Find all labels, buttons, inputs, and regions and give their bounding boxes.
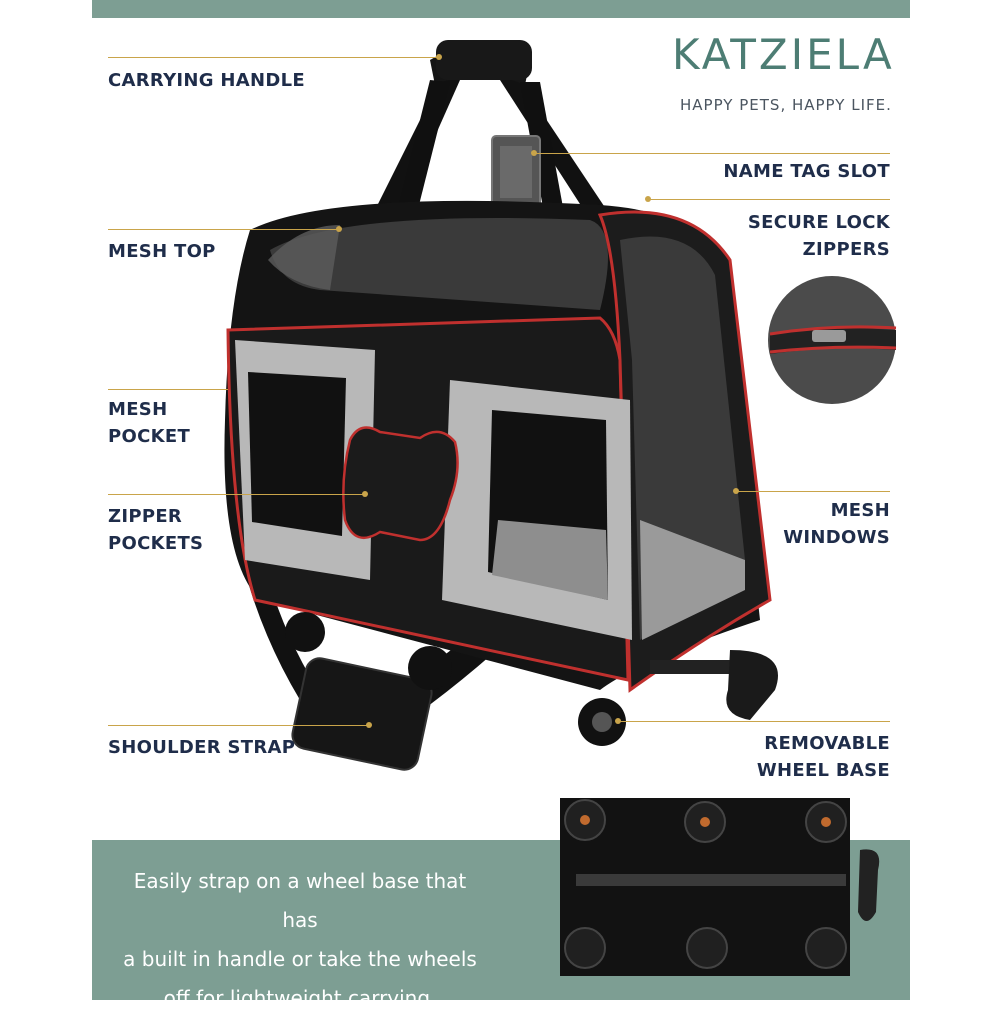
brand-tagline: HAPPY PETS, HAPPY LIFE. bbox=[680, 96, 892, 114]
label-mesh-windows-line2: WINDOWS bbox=[783, 527, 890, 548]
bottom-line-1: Easily strap on a wheel base that has bbox=[133, 869, 467, 932]
brand-block: KATZIELA HAPPY PETS, HAPPY LIFE. bbox=[672, 30, 894, 120]
leader-dot bbox=[336, 226, 342, 232]
leader-dot bbox=[615, 718, 621, 724]
label-mesh-pocket-line1: MESH bbox=[108, 399, 168, 420]
bottom-description: Easily strap on a wheel base that has a … bbox=[120, 862, 480, 1018]
bottom-line-2: a built in handle or take the wheels bbox=[123, 947, 477, 971]
leader-secure-lock bbox=[648, 199, 890, 200]
leader-dot bbox=[733, 488, 739, 494]
label-name-tag-slot: NAME TAG SLOT bbox=[723, 161, 890, 182]
leader-mesh-windows bbox=[736, 491, 890, 492]
leader-mesh-top bbox=[108, 229, 338, 230]
leader-mesh-pocket bbox=[108, 389, 228, 390]
leader-dot bbox=[645, 196, 651, 202]
leader-dot bbox=[362, 491, 368, 497]
leader-wheel-base bbox=[618, 721, 890, 722]
label-mesh-pocket-line2: POCKET bbox=[108, 426, 191, 447]
label-carrying-handle: CARRYING HANDLE bbox=[108, 70, 305, 91]
leader-dot bbox=[366, 722, 372, 728]
brand-logo: KATZIELA bbox=[672, 30, 895, 79]
leader-dot bbox=[531, 150, 537, 156]
label-mesh-top: MESH TOP bbox=[108, 241, 216, 262]
label-zipper-pockets-line2: POCKETS bbox=[108, 533, 204, 554]
bottom-line-3: off for lightweight carrying. bbox=[163, 986, 437, 1010]
label-secure-lock-line1: SECURE LOCK bbox=[747, 212, 890, 233]
label-shoulder-strap: SHOULDER STRAP bbox=[108, 737, 296, 758]
label-zipper-pockets-line1: ZIPPER bbox=[108, 506, 183, 527]
label-wheel-base-line2: WHEEL BASE bbox=[756, 760, 890, 781]
leader-dot bbox=[436, 54, 442, 60]
leader-shoulder-strap bbox=[108, 725, 368, 726]
wheel-base-image bbox=[560, 798, 880, 976]
label-mesh-windows-line1: MESH bbox=[830, 500, 890, 521]
leader-zipper-pockets bbox=[108, 494, 364, 495]
label-secure-lock-line2: ZIPPERS bbox=[802, 239, 890, 260]
leader-name-tag-slot bbox=[534, 153, 890, 154]
label-wheel-base-line1: REMOVABLE bbox=[764, 733, 890, 754]
top-accent-bar bbox=[92, 0, 910, 18]
leader-carrying-handle bbox=[108, 57, 438, 58]
